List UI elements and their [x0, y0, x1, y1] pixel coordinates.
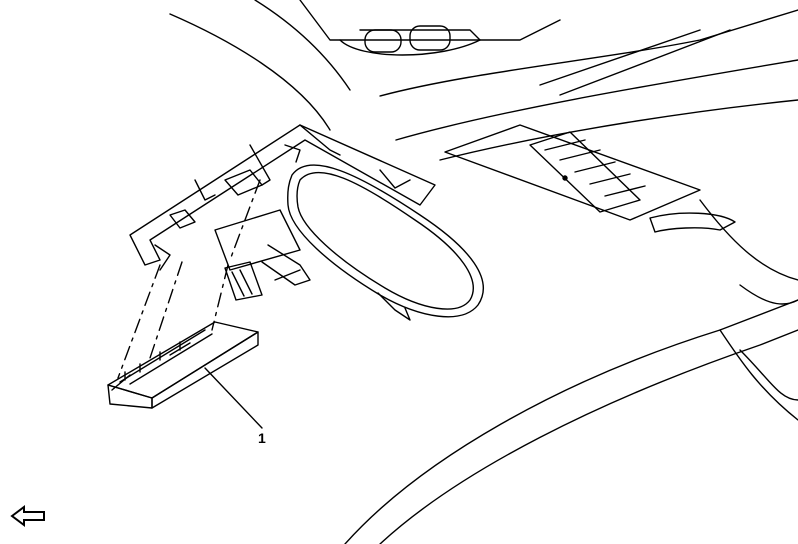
headliner — [170, 0, 798, 544]
mirror-bracket — [130, 125, 435, 300]
alignment-lines — [118, 180, 260, 378]
callout-label: 1 — [258, 430, 266, 446]
left-outline-arrow-icon — [10, 504, 48, 528]
overhead-console — [445, 125, 735, 232]
rearview-mirror — [262, 165, 483, 320]
callout-leader-line — [205, 368, 262, 428]
module-1 — [108, 322, 258, 408]
dome-lamp-switches — [360, 26, 480, 52]
